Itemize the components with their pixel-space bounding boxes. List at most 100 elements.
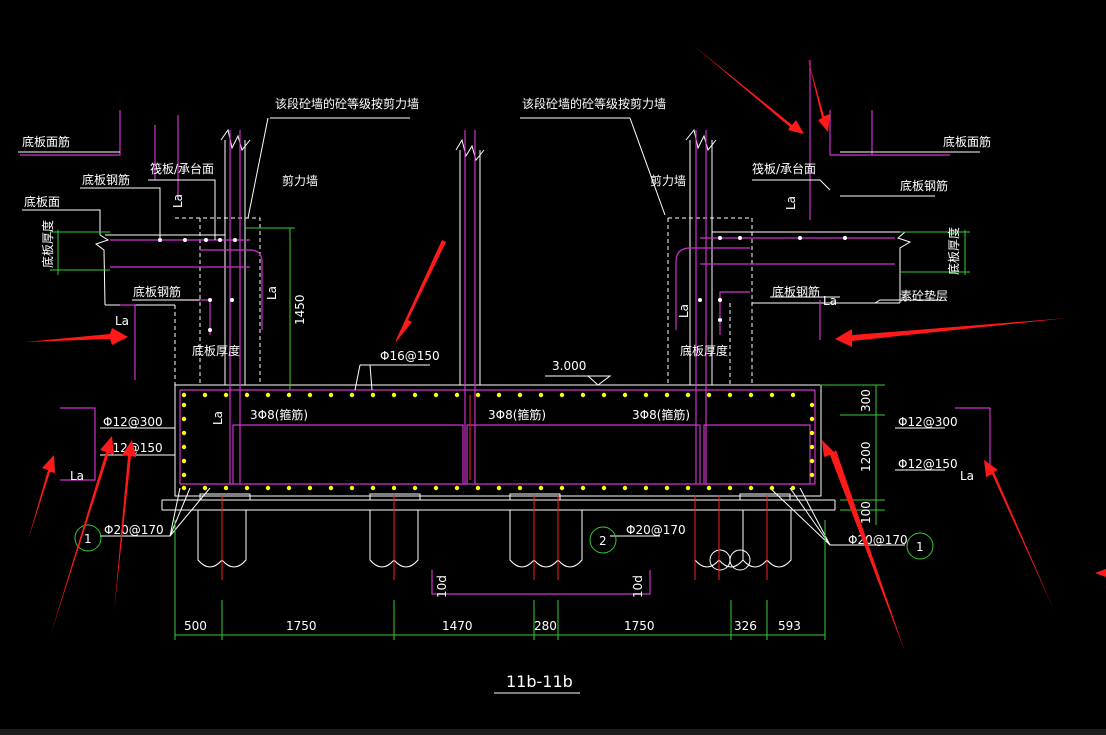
bottom-right: Φ20@170 [848,533,908,547]
la-1: La [115,314,129,328]
rebar-dot [643,392,649,398]
rebar-dot [809,458,815,464]
rebar-dot [391,485,397,491]
rebar-dot [685,485,691,491]
rebar-dots [181,392,815,491]
rebar-dot [496,392,502,398]
rebar-dot [790,485,796,491]
rebar-dot [202,392,208,398]
rebar-dot [664,485,670,491]
rebar-dot [181,416,187,422]
ld-left: 10d [435,575,449,598]
annotation-arrows [25,45,1106,652]
raft-top-left: 筏板/承台面 [150,161,214,176]
arrow-11 [1095,569,1106,577]
status-strip [0,729,1106,735]
raft-top-right: 筏板/承台面 [752,161,816,176]
axis-markers [74,524,934,560]
arrow-2 [28,455,55,540]
dim-h-3: 280 [534,619,557,633]
dim-v-2: 100 [859,501,873,524]
rebar-dot [181,458,187,464]
side-upper-right: Φ12@300 [898,415,958,429]
rebar-dot [664,392,670,398]
la-4: La [823,294,837,308]
arrow-6 [693,45,804,134]
arrow-8 [835,318,1068,347]
la-9: La [211,411,225,425]
rebar-dot [601,485,607,491]
rebar-dot [580,392,586,398]
rebar-dot [517,485,523,491]
dim-h-0: 500 [184,619,207,633]
rebar-dot [475,485,481,491]
rebar-dot [181,430,187,436]
rebar-dot [349,392,355,398]
marker-right [906,532,934,560]
slab-bottom-bar-right: 底板钢筋 [772,284,820,299]
rebar-dot [809,402,815,408]
arrow-1 [25,328,128,345]
bottom-mid: Φ20@170 [626,523,686,537]
leader-lines [18,117,980,546]
slab-thk-mid-right: 底板厚度 [680,343,728,358]
rebar-dot [286,485,292,491]
rebar-dot [809,430,815,436]
rebar-dot [244,485,250,491]
dim-v-1: 1200 [859,441,873,472]
rebar-dot [769,392,775,398]
rebar-dot [538,392,544,398]
dim-v-left: 1450 [293,294,307,325]
rebar-dot [727,485,733,491]
rebar-dot [706,485,712,491]
side-upper-left: Φ12@300 [103,415,163,429]
slab-thk-right: 底板厚度 [946,227,961,275]
rebar-dot [223,485,229,491]
annotations: 该段砼墙的砼等级按剪力墙 该段砼墙的砼等级按剪力墙 筏板/承台面 筏板/承台面 … [22,96,991,691]
stirrup-3: 3Φ8(箍筋) [632,407,690,422]
side-lower-right: Φ12@150 [898,457,958,471]
la-5: La [171,194,185,208]
cushion-label: 素砼垫层 [900,288,948,303]
arrow-3 [50,436,114,637]
rebar-dot [370,392,376,398]
rebar-dot [580,485,586,491]
arrow-5 [396,240,446,342]
dim-h-6: 593 [778,619,801,633]
dim-h-5: 326 [734,619,757,633]
marker-mid [589,526,617,554]
rebar-dot [265,392,271,398]
arrow-10 [984,460,1054,610]
rebar-dot [412,485,418,491]
slab-bottom-bar-left: 底板钢筋 [133,284,181,299]
rebar-dot [809,472,815,478]
rebar-dot [475,392,481,398]
rebar-dot [391,392,397,398]
wall-note-right: 该段砼墙的砼等级按剪力墙 [522,96,666,111]
rebar-dot [181,392,187,398]
rebar-dot [601,392,607,398]
rebar-dot [223,392,229,398]
rebar-dot [181,402,187,408]
rebar-dot [181,472,187,478]
dim-h-2: 1470 [442,619,473,633]
wall-bar-dots [158,236,847,332]
rebar-dot [706,392,712,398]
axis-lines [221,395,768,580]
rebar-dot [748,392,754,398]
rebar-dot [181,444,187,450]
marker-left-label: 1 [84,532,92,546]
rebar-dot [286,392,292,398]
stirrup-2: 3Φ8(箍筋) [488,407,546,422]
piles [197,493,792,571]
la-6: La [784,196,798,210]
rebar-dot [433,485,439,491]
rebar-dot [370,485,376,491]
dim-v-0: 300 [859,389,873,412]
slab-bar-right: 底板钢筋 [900,178,948,193]
rebar-dot [643,485,649,491]
dim-h-1: 1750 [286,619,317,633]
stirrup-1: 3Φ8(箍筋) [250,407,308,422]
rebar-dot [559,485,565,491]
